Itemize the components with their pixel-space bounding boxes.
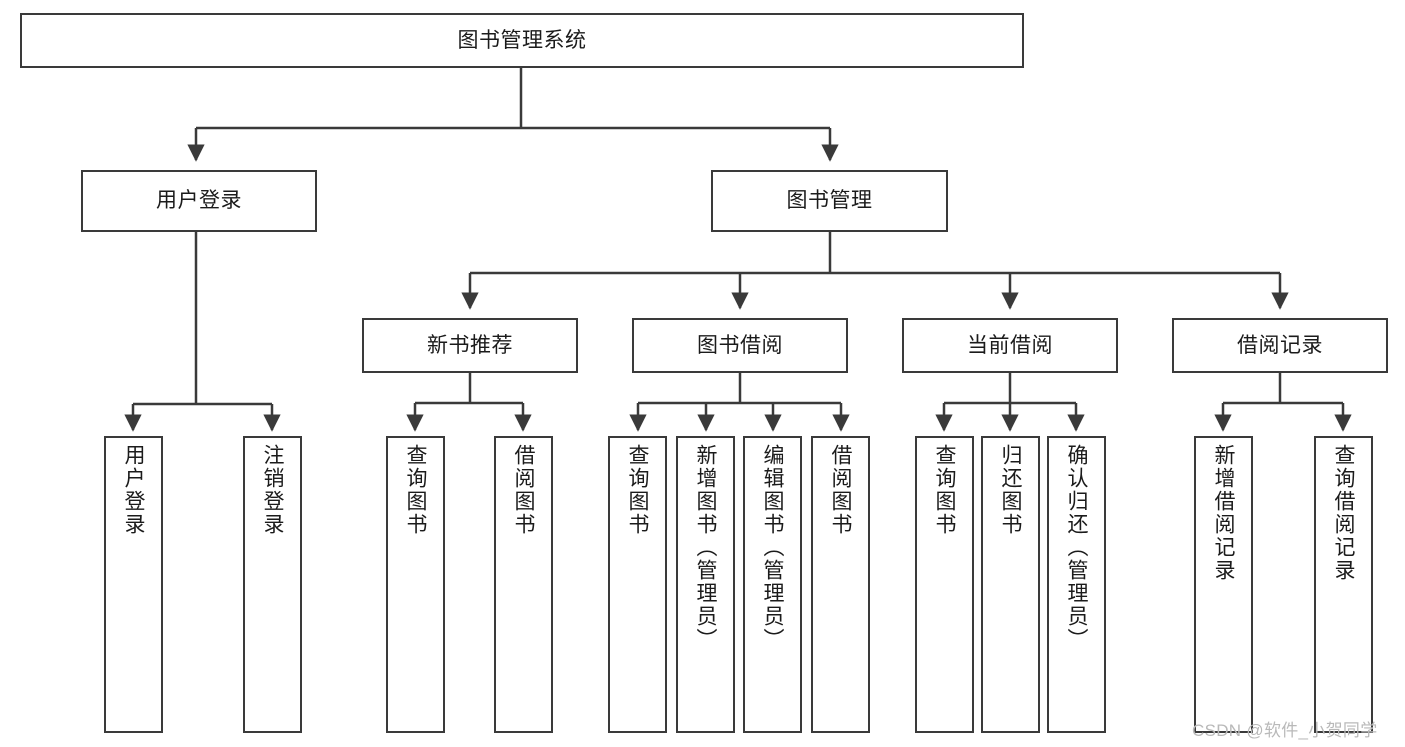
- node-label: 注销登录: [261, 444, 284, 536]
- leaf-book-borrow-edit-book-admin[interactable]: 编辑图书（管理员）: [743, 436, 802, 733]
- node-label: 新增图书（管理员）: [694, 444, 717, 651]
- node-label: 借阅图书: [512, 444, 535, 536]
- leaf-user-login-logout[interactable]: 注销登录: [243, 436, 302, 733]
- node-book-management[interactable]: 图书管理: [711, 170, 948, 232]
- node-borrow-record[interactable]: 借阅记录: [1172, 318, 1388, 373]
- node-label: 查询图书: [626, 444, 649, 536]
- node-current-borrow[interactable]: 当前借阅: [902, 318, 1118, 373]
- leaf-current-borrow-confirm-return-admin[interactable]: 确认归还（管理员）: [1047, 436, 1106, 733]
- leaf-book-borrow-query-book[interactable]: 查询图书: [608, 436, 667, 733]
- node-label: 确认归还（管理员）: [1065, 444, 1088, 651]
- node-label: 图书借阅: [697, 333, 783, 357]
- node-label: 图书管理: [786, 189, 873, 213]
- leaf-current-borrow-return-book[interactable]: 归还图书: [981, 436, 1040, 733]
- leaf-user-login-login[interactable]: 用户登录: [104, 436, 163, 733]
- node-book-borrow[interactable]: 图书借阅: [632, 318, 848, 373]
- node-label: 用户登录: [122, 444, 145, 536]
- node-label: 用户登录: [156, 189, 242, 213]
- leaf-borrow-record-add-record[interactable]: 新增借阅记录: [1194, 436, 1253, 733]
- node-label: 借阅图书: [829, 444, 852, 536]
- node-label: 归还图书: [999, 444, 1022, 536]
- leaf-new-book-query-book[interactable]: 查询图书: [386, 436, 445, 733]
- node-label: 图书管理系统: [457, 28, 587, 52]
- node-label: 借阅记录: [1237, 333, 1323, 357]
- node-label: 编辑图书（管理员）: [761, 444, 784, 651]
- node-label: 查询借阅记录: [1332, 444, 1355, 582]
- node-new-book-recommend[interactable]: 新书推荐: [362, 318, 578, 373]
- node-label: 当前借阅: [967, 333, 1053, 357]
- node-user-login[interactable]: 用户登录: [81, 170, 317, 232]
- leaf-book-borrow-borrow-book[interactable]: 借阅图书: [811, 436, 870, 733]
- node-label: 新书推荐: [427, 333, 513, 357]
- node-root-book-management-system[interactable]: 图书管理系统: [20, 13, 1024, 68]
- node-label: 查询图书: [933, 444, 956, 536]
- csdn-watermark: CSDN @软件_小贺同学: [1192, 721, 1378, 740]
- node-label: 查询图书: [404, 444, 427, 536]
- leaf-current-borrow-query-book[interactable]: 查询图书: [915, 436, 974, 733]
- leaf-new-book-borrow-book[interactable]: 借阅图书: [494, 436, 553, 733]
- leaf-book-borrow-add-book-admin[interactable]: 新增图书（管理员）: [676, 436, 735, 733]
- leaf-borrow-record-query-record[interactable]: 查询借阅记录: [1314, 436, 1373, 733]
- node-label: 新增借阅记录: [1212, 444, 1235, 582]
